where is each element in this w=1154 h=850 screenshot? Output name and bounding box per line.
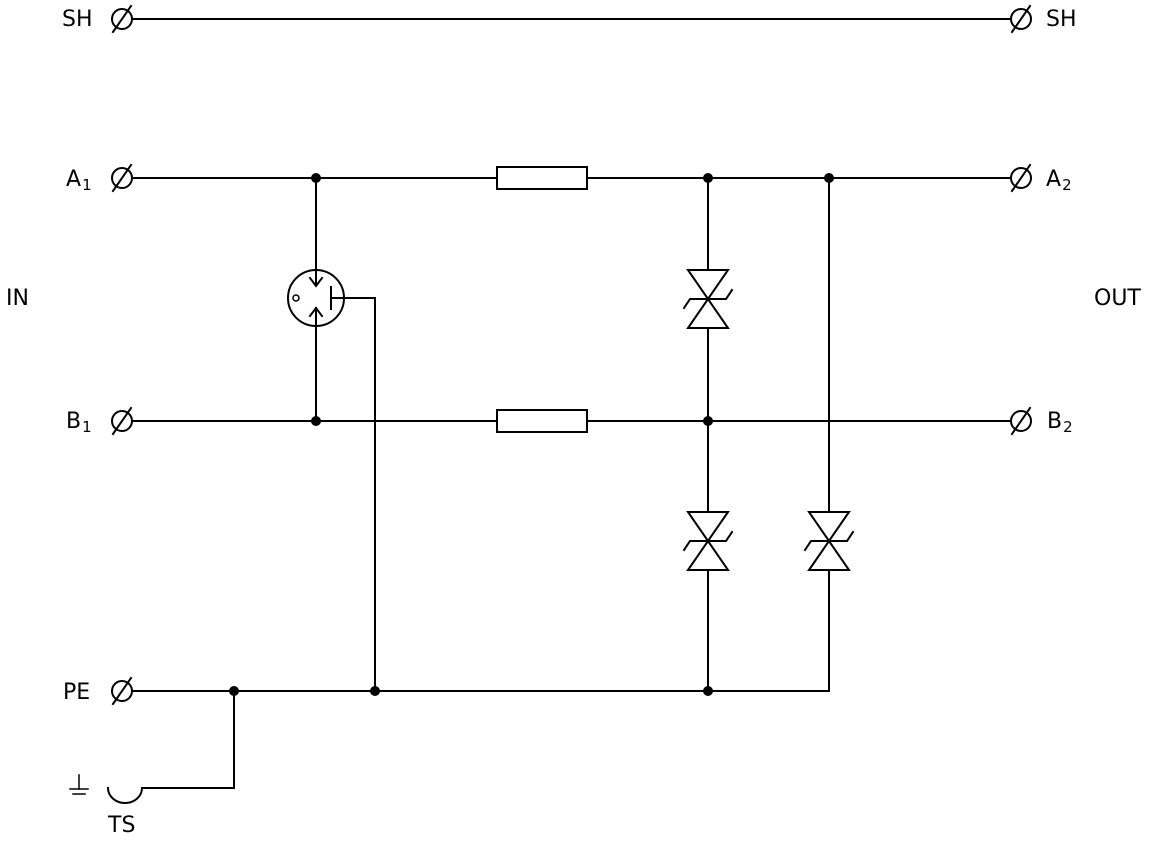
ts-wire (141, 690, 235, 789)
bidirectional-tvs-diode-icon (803, 511, 855, 571)
terminal-connector-icon (111, 4, 133, 34)
junction-dot (703, 173, 713, 183)
terminal-label-a1: A1 (66, 169, 92, 196)
terminal-index: 2 (1062, 176, 1072, 194)
terminal-index: 1 (82, 176, 92, 194)
terminal-connector-icon (1010, 163, 1032, 193)
junction-dot (311, 416, 321, 426)
junction-dot (370, 686, 380, 696)
terminal-connector-icon (1010, 4, 1032, 34)
terminal-index: 1 (82, 418, 92, 436)
terminal-letter: A (1046, 167, 1062, 192)
terminal-label-sh-in: SH (62, 7, 93, 32)
terminal-connector-icon (111, 676, 133, 706)
terminal-label-pe: PE (63, 680, 91, 705)
terminal-connector-icon (111, 406, 133, 436)
terminal-label-a2: A2 (1046, 169, 1072, 196)
terminal-letter: B (1047, 409, 1063, 434)
bidirectional-tvs-diode-icon (682, 511, 734, 571)
ts-clip-icon (106, 786, 144, 804)
bidirectional-tvs-diode-icon (682, 269, 734, 329)
junction-dot (229, 686, 239, 696)
terminal-label-ts: TS (108, 813, 136, 838)
terminal-label-b1: B1 (66, 411, 92, 438)
ground-icon (69, 774, 89, 795)
resistor-icon (496, 409, 588, 433)
terminal-letter: A (66, 167, 82, 192)
resistor-icon (496, 166, 588, 190)
gas-discharge-tube-icon (287, 177, 376, 692)
side-label-out: OUT (1094, 286, 1141, 311)
junction-dot (824, 173, 834, 183)
junction-dot (703, 686, 713, 696)
terminal-letter: B (66, 409, 82, 434)
terminal-connector-icon (111, 163, 133, 193)
terminal-connector-icon (1010, 406, 1032, 436)
junction-dot (311, 173, 321, 183)
junction-dot (703, 416, 713, 426)
side-label-in: IN (6, 286, 29, 311)
terminal-label-b2: B2 (1047, 411, 1073, 438)
terminal-index: 2 (1063, 418, 1073, 436)
terminal-label-sh-out: SH (1046, 7, 1077, 32)
